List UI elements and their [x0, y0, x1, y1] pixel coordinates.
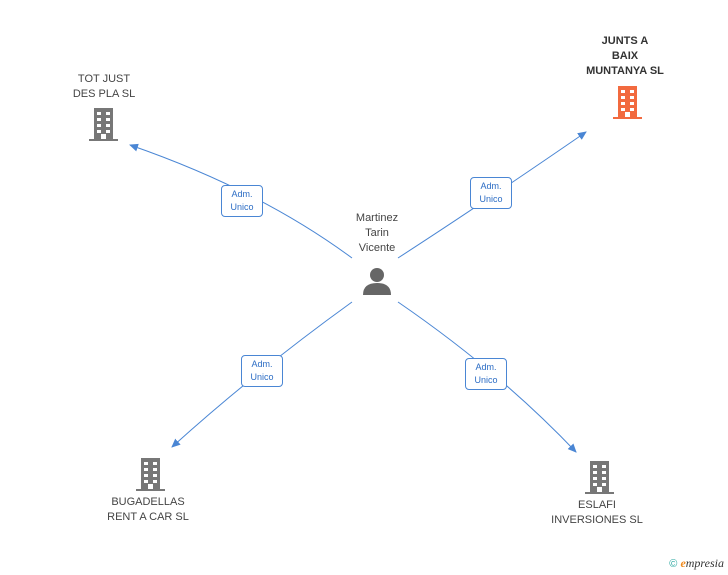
relation-label-line: Unico: [230, 202, 254, 212]
company-label-eslafi[interactable]: ESLAFI INVERSIONES SL: [544, 498, 650, 528]
copyright-icon: ©: [669, 558, 678, 570]
company-label-line: RENT A CAR SL: [107, 511, 189, 523]
relation-label-line: Adm.: [251, 359, 273, 369]
company-label-tot-just[interactable]: TOT JUST DES PLA SL: [54, 72, 154, 102]
relation-badge[interactable]: Adm. Unico: [465, 358, 507, 390]
company-label-bugadellas[interactable]: BUGADELLAS RENT A CAR SL: [93, 495, 203, 525]
building-icon[interactable]: [136, 458, 165, 491]
company-label-line: BUGADELLAS: [111, 496, 185, 508]
company-label-line: BAIX: [611, 50, 639, 62]
building-icon[interactable]: [613, 86, 642, 119]
company-label-line: MUNTANYA SL: [586, 65, 664, 77]
person-label-line: Martinez: [355, 212, 399, 224]
relation-label-line: Adm.: [480, 181, 502, 191]
brand-footer: © empresia: [669, 556, 724, 571]
relation-label-line: Unico: [474, 375, 498, 385]
company-label-line: JUNTS A: [601, 35, 649, 47]
person-icon[interactable]: [363, 268, 391, 295]
person-label-line: Tarin: [365, 227, 389, 239]
company-label-line: INVERSIONES SL: [551, 514, 643, 526]
company-label-line: ESLAFI: [578, 499, 616, 511]
brand-logo: empresia: [680, 556, 724, 570]
relation-label-line: Adm.: [475, 362, 497, 372]
person-label-line: Vicente: [358, 242, 396, 254]
company-label-line: TOT JUST: [77, 73, 131, 85]
relation-label-line: Adm.: [231, 189, 253, 199]
company-label-junts-a-baix[interactable]: JUNTS A BAIX MUNTANYA SL: [570, 34, 680, 79]
building-icon[interactable]: [585, 461, 614, 494]
person-label[interactable]: Martinez Tarin Vicente: [335, 211, 419, 256]
relation-label-line: Unico: [479, 194, 503, 204]
relation-badge[interactable]: Adm. Unico: [221, 185, 263, 217]
building-icon[interactable]: [89, 108, 118, 141]
relation-badge[interactable]: Adm. Unico: [470, 177, 512, 209]
company-label-line: DES PLA SL: [72, 88, 136, 100]
relation-badge[interactable]: Adm. Unico: [241, 355, 283, 387]
relation-label-line: Unico: [250, 372, 274, 382]
